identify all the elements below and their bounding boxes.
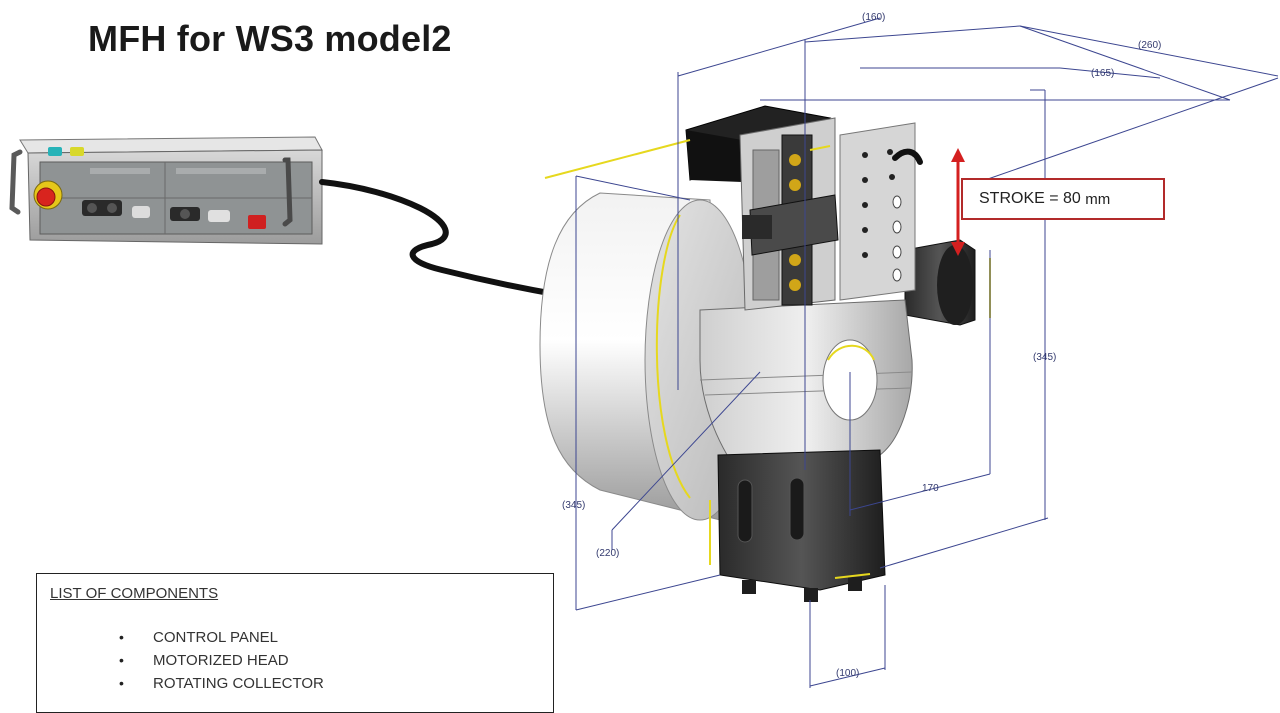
motorized-head: [685, 105, 991, 602]
dim-label-260: (260): [1138, 40, 1161, 51]
dim-label-345-right: (345): [1033, 352, 1056, 363]
dim-label-165: (165): [1091, 68, 1114, 79]
stroke-callout: STROKE = 80 mm: [961, 178, 1165, 220]
component-item: CONTROL PANEL: [119, 626, 324, 649]
cable: [319, 179, 563, 298]
stroke-value: 80: [1063, 190, 1081, 207]
dim-label-345-left: (345): [562, 500, 585, 511]
dimension-lines: [575, 17, 1279, 688]
stroke-arrow: [951, 148, 965, 256]
components-list: CONTROL PANEL MOTORIZED HEAD ROTATING CO…: [119, 626, 324, 695]
components-list-box: LIST OF COMPONENTS CONTROL PANEL MOTORIZ…: [36, 573, 554, 713]
dim-label-170: 170: [922, 483, 939, 494]
accent-line: [544, 139, 691, 179]
component-item: MOTORIZED HEAD: [119, 649, 324, 672]
components-heading: LIST OF COMPONENTS: [50, 585, 219, 602]
technical-drawing: (160) (260) (165) (345) (345) (220) 170 …: [9, 12, 1279, 688]
control-panel: [9, 136, 323, 245]
component-item: ROTATING COLLECTOR: [119, 672, 324, 695]
stroke-unit: mm: [1085, 190, 1111, 208]
dim-label-160: (160): [862, 12, 885, 23]
dim-label-220: (220): [596, 548, 619, 559]
page-title: MFH for WS3 model2: [88, 18, 452, 59]
stroke-label: STROKE =: [979, 190, 1059, 207]
dim-label-100: (100): [836, 668, 859, 679]
